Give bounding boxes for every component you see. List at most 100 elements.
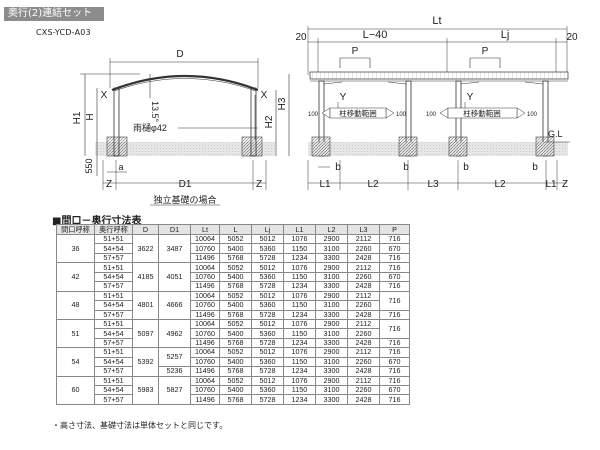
cell-P: 670 (379, 243, 410, 254)
cell-value: 5400 (219, 271, 252, 283)
dim-H1: H1 (72, 111, 83, 124)
cell-value: 10064 (190, 290, 220, 302)
dim-P-left: P (352, 46, 359, 57)
cell-P: 716 (379, 309, 410, 320)
cell-value: 2112 (347, 375, 380, 387)
cell-value: 1150 (283, 356, 316, 368)
cell-value: 2260 (347, 328, 380, 339)
cell-D: 3622 (132, 233, 159, 264)
cell-value: 3100 (315, 356, 348, 368)
cell-value: 1234 (283, 252, 316, 264)
cell-value: 1234 (283, 309, 316, 320)
side-elevation: Lt 20 L−40 Lj 20 P P Y Y (295, 15, 578, 190)
foundation-caption: 独立基礎の場合 (153, 194, 216, 205)
th-P: P (379, 224, 410, 235)
cell-value: 5052 (219, 233, 252, 245)
cell-depth: 57+57 (94, 366, 133, 377)
cell-D: 5097 (132, 318, 159, 349)
dim-550: 550 (84, 158, 94, 173)
cell-value: 5728 (251, 252, 284, 264)
dim-D: D (176, 49, 183, 60)
cell-value: 2900 (315, 290, 348, 302)
cell-value: 10760 (190, 328, 220, 339)
cell-value: 3100 (315, 384, 348, 396)
cell-depth: 54+54 (94, 356, 133, 368)
cell-D1: 4962 (158, 318, 191, 349)
arched-roof (111, 74, 259, 92)
th-D: D (132, 224, 159, 235)
cell-value: 10064 (190, 233, 220, 245)
cell-value: 5360 (251, 243, 284, 254)
cell-D1: 3487 (158, 233, 191, 264)
dim-b-4: b (532, 162, 538, 173)
cell-value: 10064 (190, 375, 220, 387)
cell-value: 5400 (219, 328, 252, 339)
range-100-c: 100 (426, 112, 437, 118)
cell-frontage: 36 (56, 233, 95, 264)
table-title: ■間口－奥行寸法表 (52, 216, 142, 227)
cell-value: 3300 (315, 252, 348, 264)
dim-Y-right: Y (467, 92, 474, 103)
cell-value: 10064 (190, 318, 220, 330)
model-code: CXS-YCD-A03 (36, 28, 91, 37)
cell-P: 670 (379, 356, 410, 368)
cell-P: 716 (379, 366, 410, 377)
footing-left (106, 136, 128, 157)
cell-value: 1150 (283, 243, 316, 254)
th-L3: L3 (347, 224, 380, 235)
cell-value: 3100 (315, 243, 348, 254)
cell-frontage: 60 (56, 375, 95, 405)
cell-depth: 57+57 (94, 337, 133, 349)
cell-value: 1150 (283, 271, 316, 283)
cell-value: 1076 (283, 290, 316, 302)
dim-L-40: L−40 (363, 29, 388, 41)
cell-frontage: 48 (56, 290, 95, 320)
dim-P-right: P (482, 46, 489, 57)
cell-P: 716 (379, 375, 410, 387)
dim-H2: H2 (264, 115, 275, 128)
cell-depth: 54+54 (94, 300, 133, 311)
front-elevation: 13.5° 雨樋φ42 D H1 H X X H2 H3 550 a Z (72, 49, 290, 206)
cell-value: 5360 (251, 356, 284, 368)
cell-value: 5012 (251, 290, 284, 302)
dim-b-2: b (403, 162, 409, 173)
cell-value: 2428 (347, 394, 380, 405)
cell-value: 5360 (251, 271, 284, 283)
cell-depth: 57+57 (94, 281, 133, 292)
cell-value: 1076 (283, 262, 316, 273)
gutter-label: 雨樋φ42 (133, 122, 167, 133)
cell-depth: 57+57 (94, 394, 133, 405)
th-Lj: Lj (251, 224, 284, 235)
cell-value: 5400 (219, 243, 252, 254)
cell-value: 2112 (347, 262, 380, 273)
ground-level-label: G.L (548, 129, 563, 139)
dim-X-right: X (261, 90, 268, 101)
cell-D: 5392 (132, 347, 159, 377)
cell-value: 1234 (283, 281, 316, 292)
cell-value: 2112 (347, 318, 380, 330)
cell-value: 11496 (190, 281, 220, 292)
cell-value: 5052 (219, 318, 252, 330)
cell-P: 716 (379, 281, 410, 292)
cell-value: 2112 (347, 290, 380, 302)
cell-depth: 51+51 (94, 233, 133, 245)
cell-depth: 54+54 (94, 271, 133, 283)
dim-a: a (118, 162, 123, 172)
cell-P: 716 (379, 318, 410, 339)
dim-Z-right: Z (256, 179, 262, 190)
dim-Z-side: Z (562, 179, 568, 190)
cell-value: 5012 (251, 233, 284, 245)
cell-P: 716 (379, 233, 410, 245)
post-range-right: 柱移動範囲 100 100 (426, 107, 538, 119)
cell-value: 2900 (315, 375, 348, 387)
cell-value: 2428 (347, 366, 380, 377)
dim-20-left: 20 (295, 32, 307, 43)
dim-Lj: Lj (501, 29, 510, 41)
cell-value: 2428 (347, 252, 380, 264)
